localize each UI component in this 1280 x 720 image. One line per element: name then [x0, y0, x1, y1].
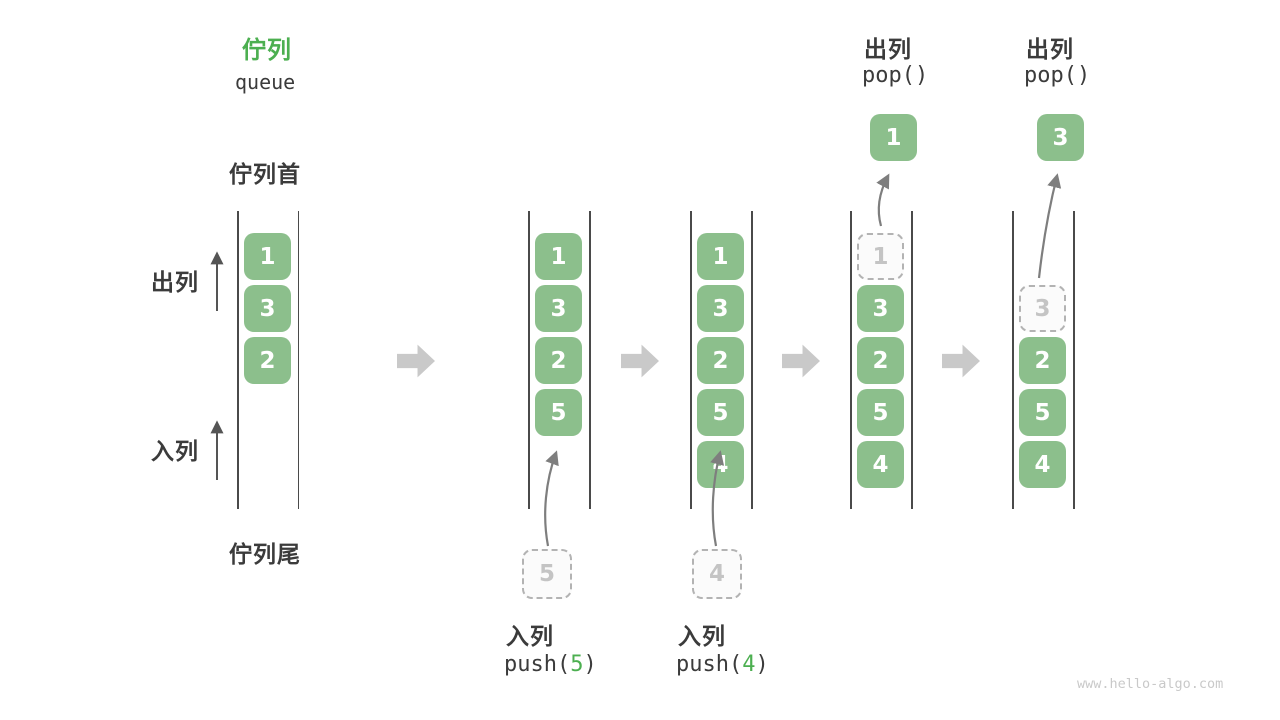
- pop-arrow-icon: [1037, 173, 1062, 279]
- queue-wall-left: [237, 211, 239, 509]
- queue-wall-right: [1073, 211, 1075, 509]
- queue-cell: 5: [697, 389, 744, 436]
- queue-cell: 3: [697, 285, 744, 332]
- queue-wall-right: [297, 211, 299, 509]
- queue-cell: 5: [1019, 389, 1066, 436]
- queue-cell: 5: [535, 389, 582, 436]
- queue-cell: 4: [1019, 441, 1066, 488]
- queue-front-label: 佇列首: [229, 162, 301, 188]
- queue-cell: 2: [697, 337, 744, 384]
- queue-wall-left: [850, 211, 852, 509]
- popped-value-cell: 1: [870, 114, 917, 161]
- enqueue-action-label: 入列: [678, 624, 726, 650]
- diagram-title-zh: 佇列: [242, 36, 292, 64]
- dequeue-action-label: 出列: [864, 37, 912, 63]
- dequeue-direction-label: 出列: [151, 270, 199, 296]
- ghost-cell: 1: [857, 233, 904, 280]
- queue-wall-right: [589, 211, 591, 509]
- queue-cell: 1: [535, 233, 582, 280]
- queue-cell: 3: [857, 285, 904, 332]
- queue-cell: 5: [857, 389, 904, 436]
- queue-cell: 2: [535, 337, 582, 384]
- push-arrow-icon: [544, 450, 559, 547]
- ghost-cell: 3: [1019, 285, 1066, 332]
- queue-wall-right: [911, 211, 913, 509]
- pop-arrow-icon: [876, 173, 890, 227]
- transition-arrow-icon: [782, 344, 820, 378]
- staged-value-cell: 4: [692, 549, 742, 599]
- queue-cell: 4: [697, 441, 744, 488]
- pop-call-label: pop(): [1024, 63, 1091, 88]
- queue-cell: 2: [857, 337, 904, 384]
- dequeue-action-label: 出列: [1026, 37, 1074, 63]
- queue-rear-label: 佇列尾: [229, 542, 301, 568]
- enqueue-action-label: 入列: [506, 624, 554, 650]
- queue-wall-left: [528, 211, 530, 509]
- queue-cell: 3: [535, 285, 582, 332]
- queue-wall-left: [1012, 211, 1014, 509]
- push-call-label: push(5): [504, 652, 597, 677]
- queue-cell: 2: [1019, 337, 1066, 384]
- staged-value-cell: 5: [522, 549, 572, 599]
- transition-arrow-icon: [942, 344, 980, 378]
- push-call-arg: 5: [570, 652, 584, 677]
- push-call-post: ): [583, 652, 597, 677]
- queue-cell: 1: [697, 233, 744, 280]
- queue-cell: 3: [244, 285, 291, 332]
- popped-value-cell: 3: [1037, 114, 1084, 161]
- queue-cell: 4: [857, 441, 904, 488]
- push-call-pre: push(: [676, 652, 743, 677]
- transition-arrow-icon: [397, 344, 435, 378]
- queue-wall-left: [690, 211, 692, 509]
- watermark: www.hello-algo.com: [1077, 676, 1224, 692]
- transition-arrow-icon: [621, 344, 659, 378]
- push-call-label: push(4): [676, 652, 769, 677]
- enqueue-direction-label: 入列: [151, 439, 199, 465]
- queue-cell: 2: [244, 337, 291, 384]
- pop-call-label: pop(): [862, 63, 929, 88]
- push-call-pre: push(: [504, 652, 571, 677]
- push-call-arg: 4: [742, 652, 756, 677]
- queue-wall-right: [751, 211, 753, 509]
- diagram-title-en: queue: [235, 70, 296, 94]
- queue-cell: 1: [244, 233, 291, 280]
- push-call-post: ): [755, 652, 769, 677]
